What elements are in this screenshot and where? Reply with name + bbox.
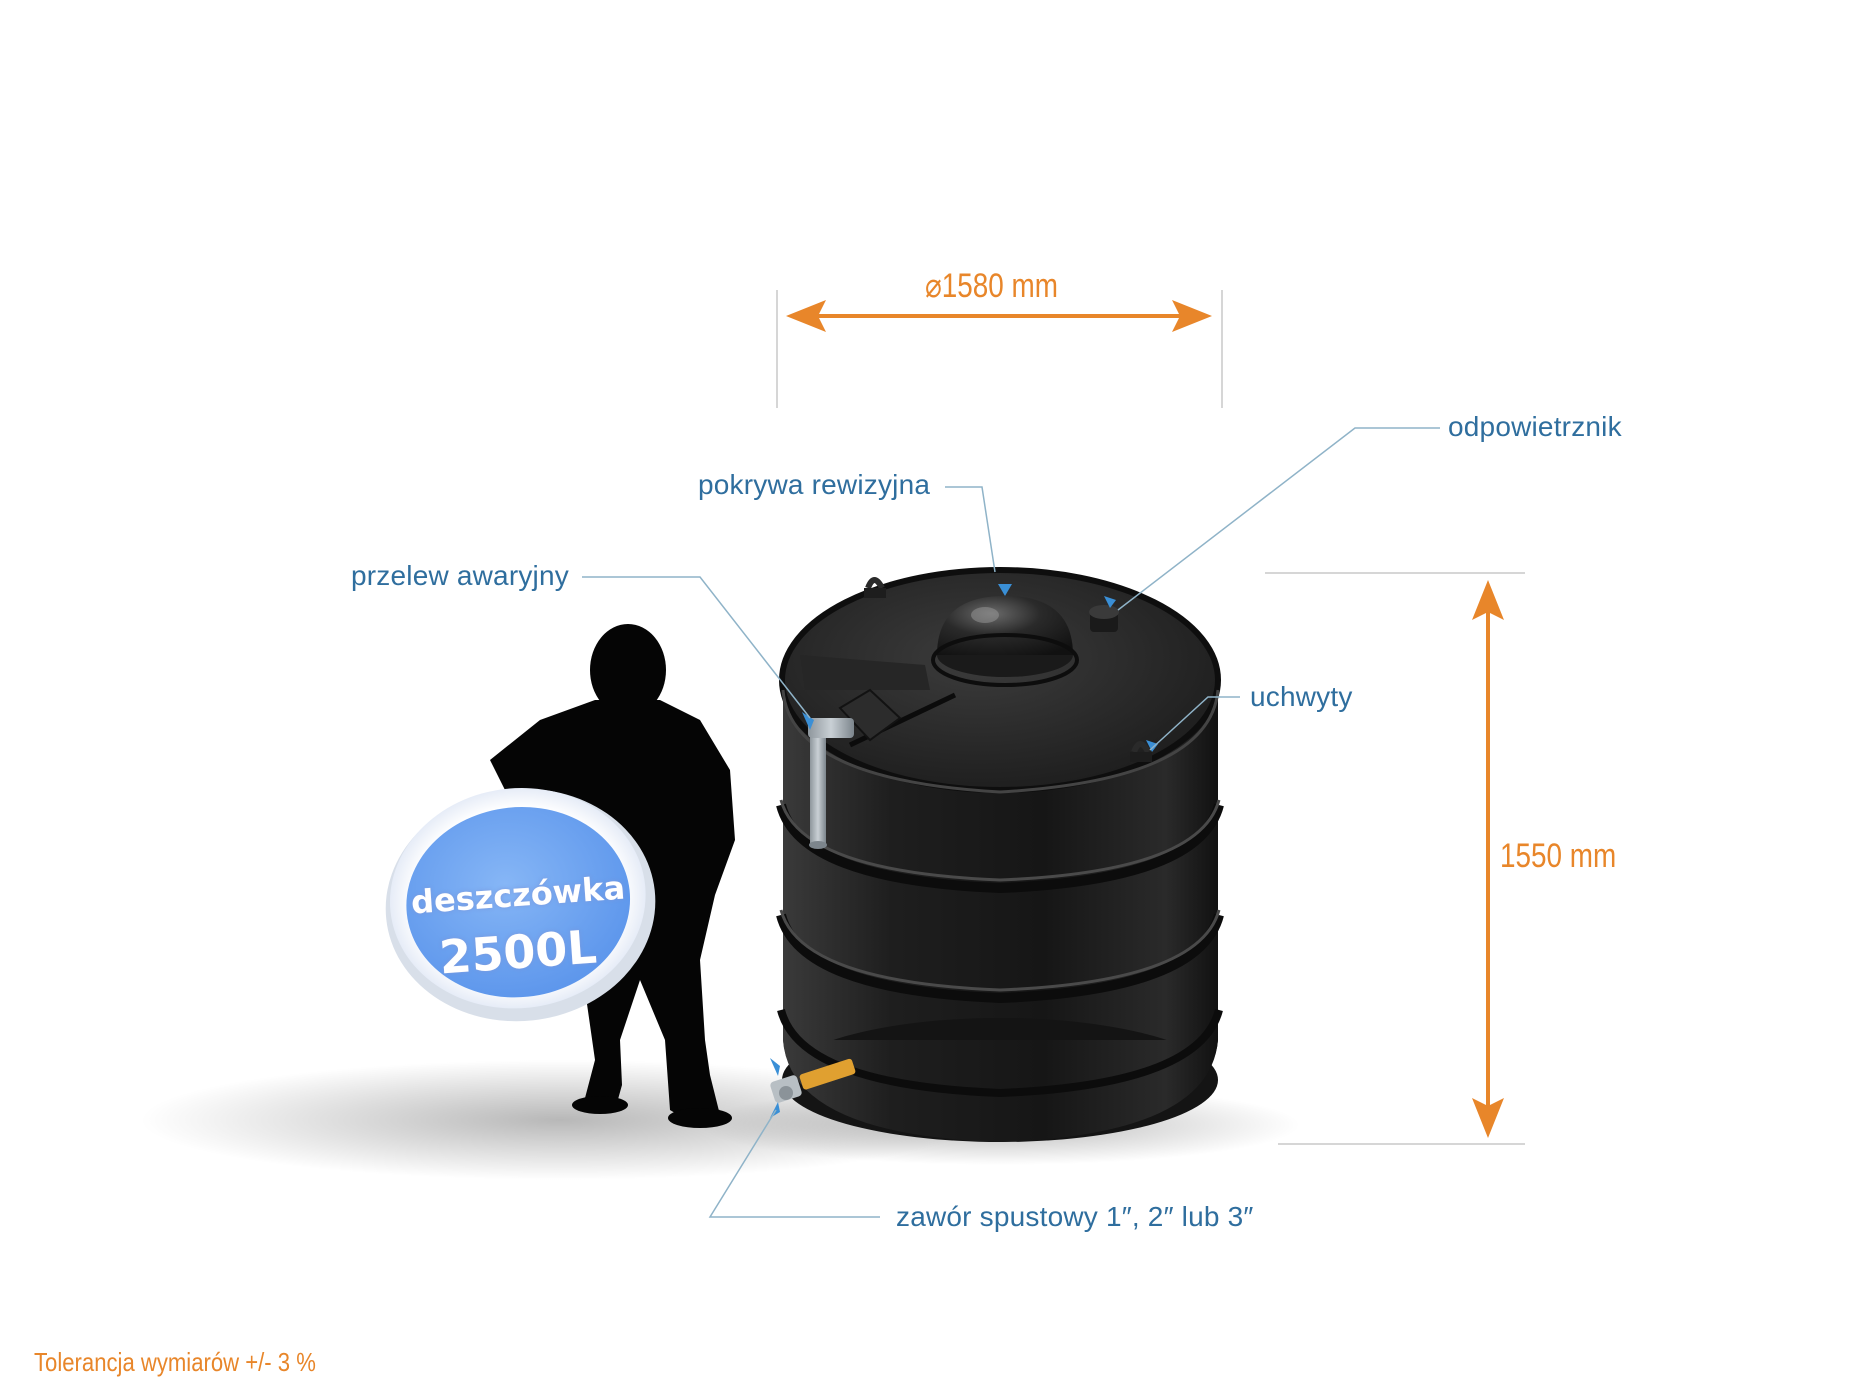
badge-disc <box>385 788 656 1022</box>
height-arrow <box>1472 580 1504 1138</box>
label-vent: odpowietrznik <box>1448 411 1622 442</box>
height-label: 1550 mm <box>1500 837 1617 875</box>
diameter-label: ⌀1580 mm <box>925 267 1059 305</box>
diameter-arrow <box>786 300 1212 332</box>
label-drain-valve: zawór spustowy 1″, 2″ lub 3″ <box>896 1201 1254 1232</box>
label-handles: uchwyty <box>1250 681 1353 712</box>
label-emergency-overflow: przelew awaryjny <box>351 560 569 591</box>
height-dimension <box>1265 572 1525 1145</box>
feature-markers <box>770 584 1158 1118</box>
tank <box>770 567 1224 1142</box>
label-inspection-cover: pokrywa rewizyjna <box>698 469 931 500</box>
leader-lines <box>582 427 1440 1218</box>
tolerance-note: Tolerancja wymiarów +/- 3 % <box>34 1347 316 1377</box>
diameter-dimension <box>776 290 1223 408</box>
